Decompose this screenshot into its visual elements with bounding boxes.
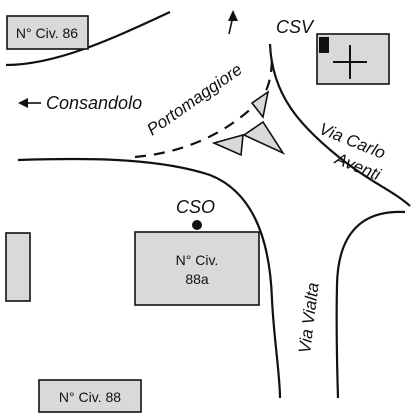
traffic-island-icon xyxy=(242,120,286,155)
label-via-vialta: Via Vialta xyxy=(295,281,323,354)
traffic-island-icon xyxy=(250,90,270,119)
road-right-curve xyxy=(335,210,406,399)
label-cso: CSO xyxy=(176,197,215,217)
lamp-marker-icon xyxy=(192,220,202,230)
label-civ-86: N° Civ. 86 xyxy=(16,25,78,41)
building-left-partial xyxy=(5,232,31,302)
csv-marker-black xyxy=(319,37,329,53)
building-civ-88 xyxy=(38,379,142,413)
label-csv: CSV xyxy=(276,17,315,37)
label-portomaggiore: Portomaggiore xyxy=(143,60,245,140)
building-civ-88a xyxy=(134,231,260,306)
label-consandolo: Consandolo xyxy=(46,93,142,113)
label-civ-88a-line1: N° Civ. xyxy=(176,252,219,268)
building-civ-86 xyxy=(6,15,89,50)
road-middle-horizontal-to-via-vialta xyxy=(17,157,282,399)
traffic-island-icon xyxy=(211,133,244,157)
plus-icon xyxy=(333,45,367,79)
arrow-left-icon xyxy=(18,98,41,108)
arrow-up-icon xyxy=(228,10,238,35)
label-civ-88a-line2: 88a xyxy=(185,271,209,287)
label-civ-88: N° Civ. 88 xyxy=(59,389,121,405)
road-top-right-curve xyxy=(268,43,411,207)
dashed-lane xyxy=(134,53,274,159)
